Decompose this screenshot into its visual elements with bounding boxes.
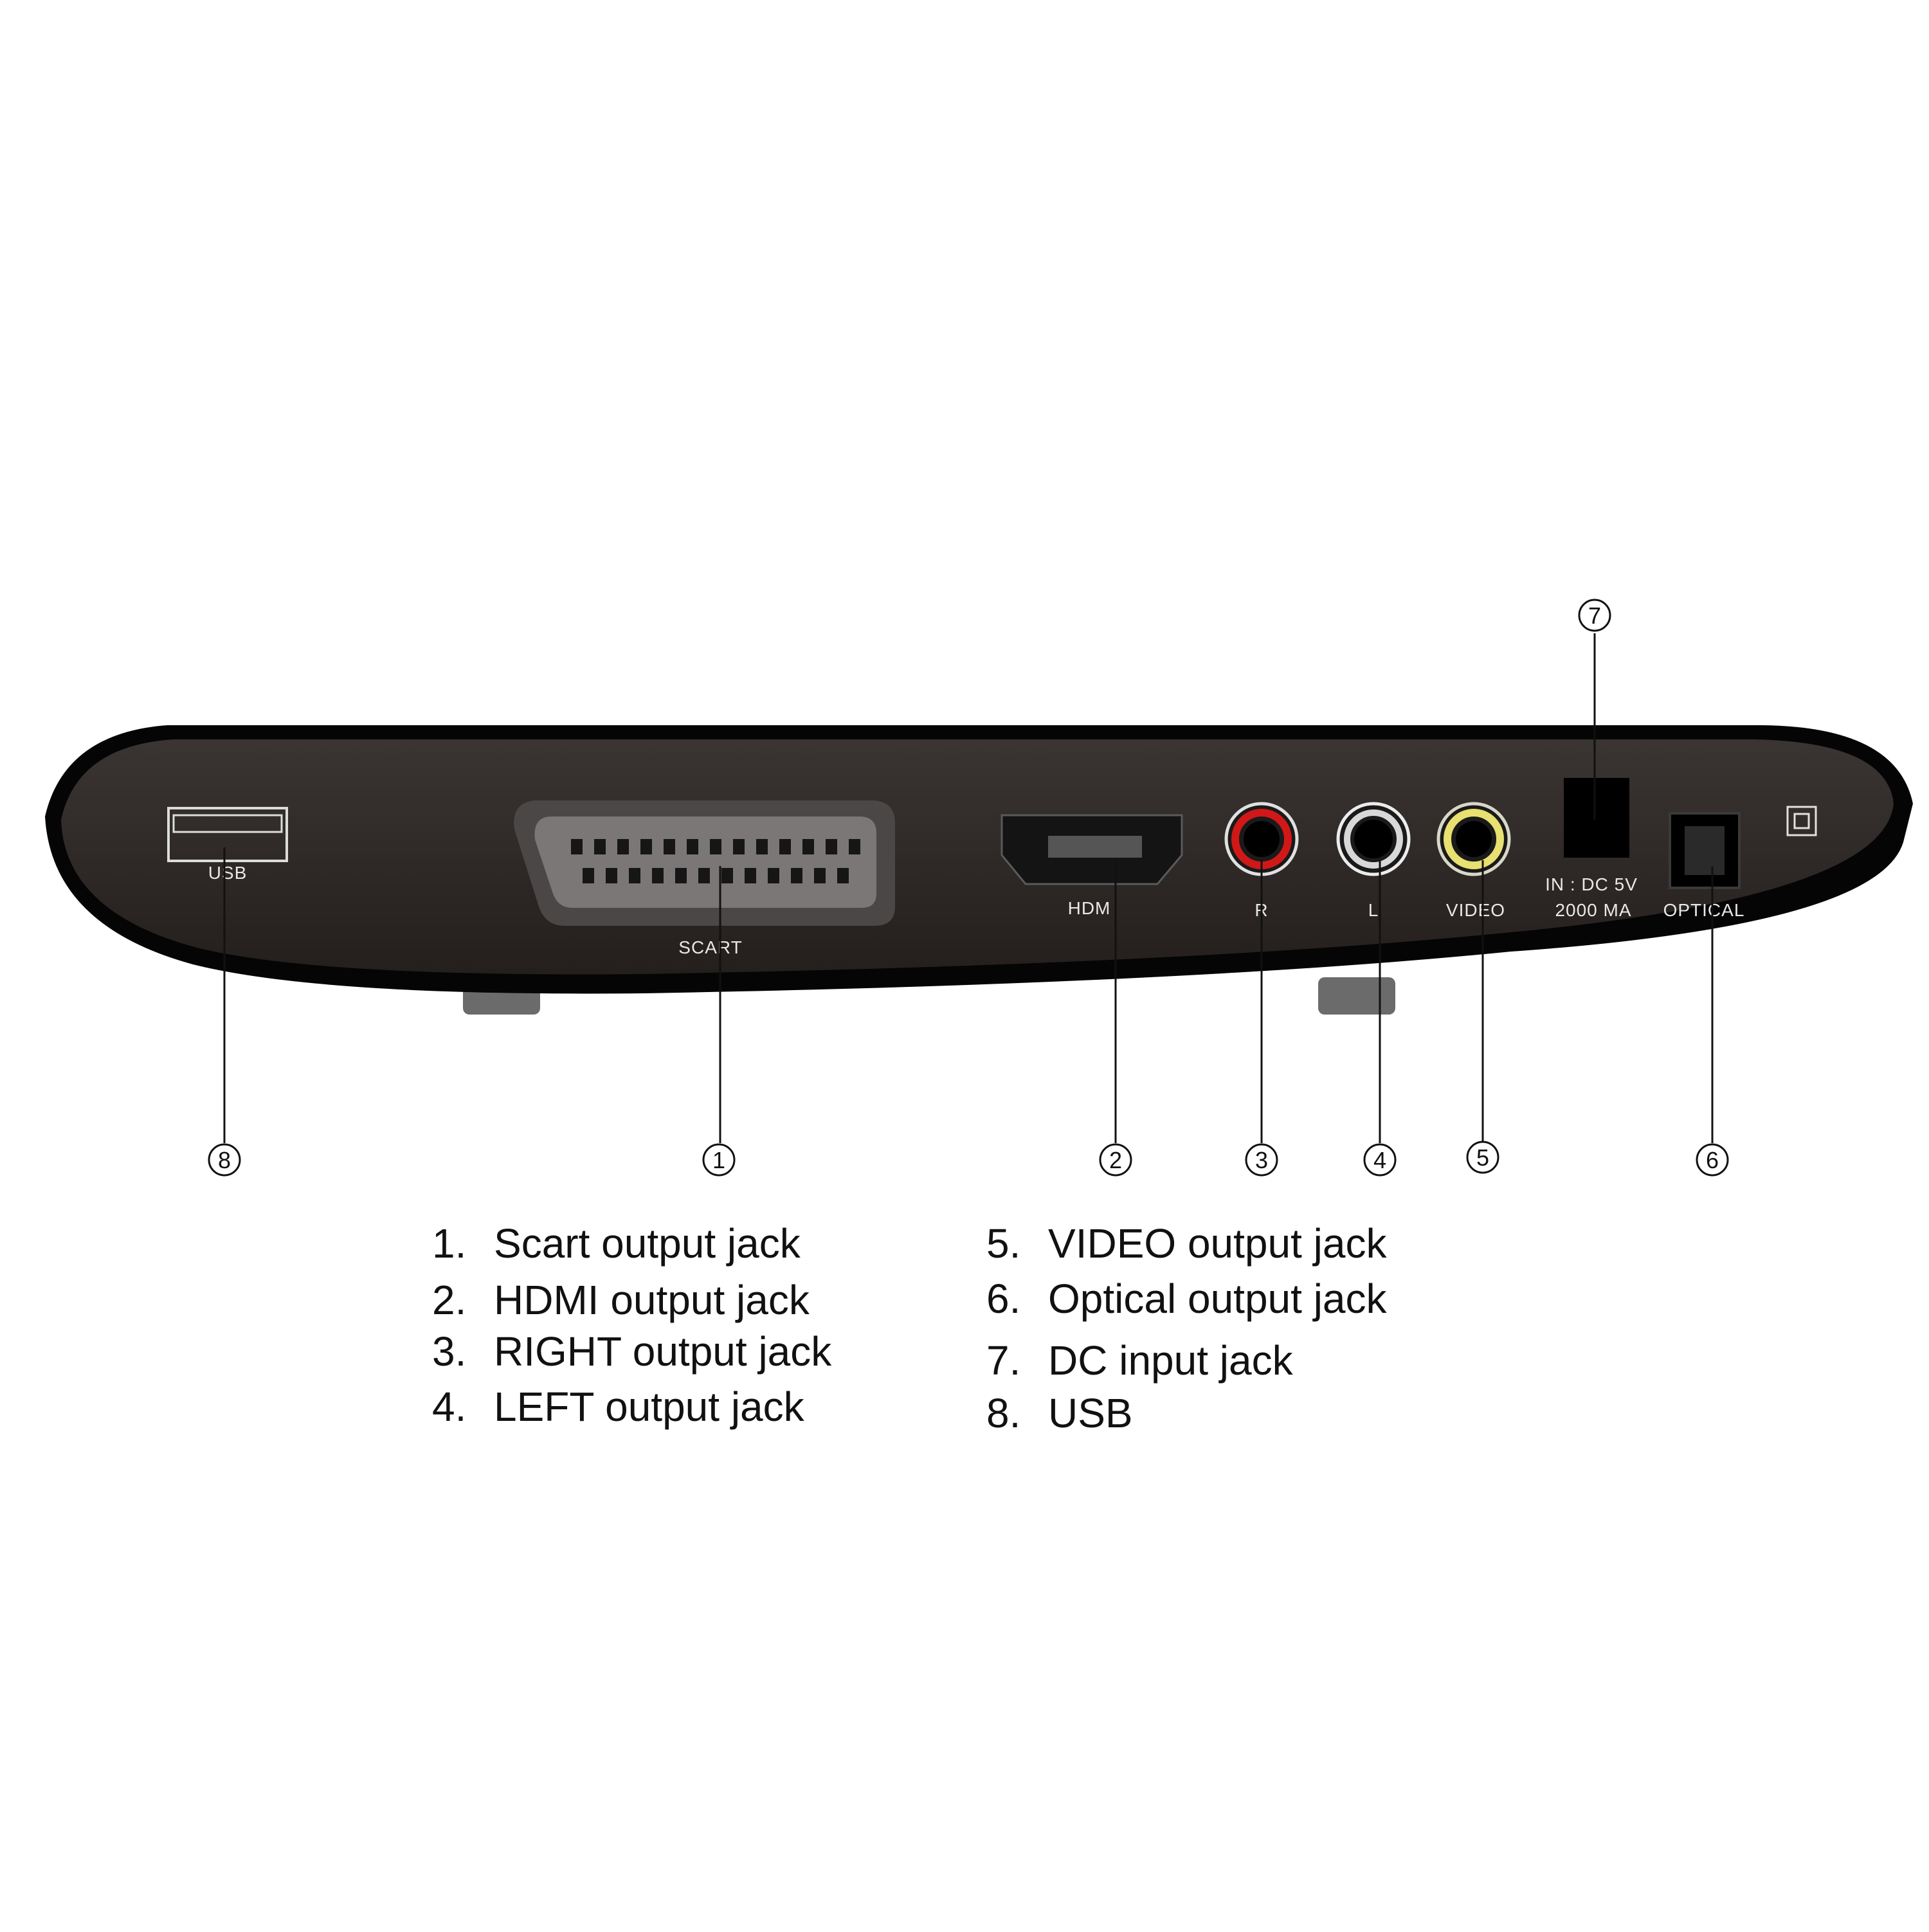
optical-jack-label: OPTICAL [1663, 900, 1745, 920]
legend-item-6: 6.Optical output jack [986, 1276, 1387, 1322]
scart-pin [756, 839, 768, 854]
svg-text:5: 5 [1476, 1144, 1489, 1171]
callout-1: 1 [702, 1143, 736, 1177]
leader-lines [223, 633, 1714, 1143]
video-jack: VIDEO [1436, 802, 1511, 920]
svg-text:7: 7 [1588, 602, 1601, 629]
legend-item-5: 5.VIDEO output jack [986, 1220, 1387, 1267]
legend-item-2: 2.HDMI output jack [432, 1277, 810, 1323]
scart-pin [629, 868, 640, 883]
scart-pin [721, 868, 733, 883]
hdmi-port: HDM [1001, 814, 1183, 918]
callout-4: 4 [1363, 1143, 1397, 1177]
scart-pin [664, 839, 675, 854]
legend-item-3: 3.RIGHT output jack [432, 1328, 832, 1375]
scart-pin [837, 868, 849, 883]
svg-text:8: 8 [218, 1147, 231, 1173]
svg-text:2: 2 [1109, 1147, 1122, 1173]
scart-pin [606, 868, 617, 883]
dc-rating-line1: IN : DC 5V [1545, 874, 1638, 894]
dc-input-jack: IN : DC 5V 2000 MA [1545, 778, 1638, 920]
svg-text:3: 3 [1255, 1147, 1268, 1173]
legend-item-1: 1.Scart output jack [432, 1220, 801, 1267]
usb-port: USB [167, 807, 288, 883]
scart-pin [779, 839, 791, 854]
scart-pin [583, 868, 594, 883]
scart-pin [710, 839, 721, 854]
scart-pin [571, 839, 583, 854]
optical-output-jack: OPTICAL [1663, 812, 1745, 920]
svg-text:6: 6 [1706, 1147, 1719, 1173]
scart-pin [733, 839, 745, 854]
scart-pin [814, 868, 826, 883]
scart-pin [594, 839, 606, 854]
scart-pin [640, 839, 652, 854]
callout-7: 7 [1578, 599, 1611, 632]
dc-rating-line2: 2000 MA [1555, 900, 1631, 920]
scart-pin [826, 839, 837, 854]
video-jack-label: VIDEO [1446, 900, 1505, 920]
scart-pin [802, 839, 814, 854]
svg-text:4: 4 [1373, 1147, 1386, 1173]
scart-pin [698, 868, 710, 883]
scart-pin [849, 839, 860, 854]
scart-pin [617, 839, 629, 854]
scart-pins [571, 839, 860, 883]
scart-pin [791, 868, 802, 883]
scart-pin [675, 868, 687, 883]
foot-right [1318, 977, 1395, 1015]
left-audio-jack: L [1336, 802, 1411, 920]
legend-item-8: 8.USB [986, 1390, 1133, 1436]
scart-pin [768, 868, 779, 883]
legend-item-7: 7.DC input jack [986, 1337, 1293, 1384]
scart-pin [687, 839, 698, 854]
callout-6: 6 [1696, 1143, 1729, 1177]
hdmi-port-label: HDM [1068, 898, 1111, 918]
scart-port: SCART [514, 800, 895, 957]
callout-5: 5 [1466, 1141, 1499, 1174]
legend-item-4: 4.LEFT output jack [432, 1384, 804, 1430]
device-body [61, 739, 1894, 975]
scart-port-label: SCART [678, 937, 742, 957]
square-symbol-icon [1786, 806, 1817, 836]
callout-8: 8 [208, 1143, 241, 1177]
scart-pin [652, 868, 664, 883]
callout-2: 2 [1099, 1143, 1132, 1177]
left-jack-label: L [1368, 900, 1379, 920]
callout-3: 3 [1245, 1143, 1278, 1177]
svg-text:1: 1 [712, 1147, 725, 1173]
scart-pin [745, 868, 756, 883]
usb-port-label: USB [208, 863, 248, 883]
